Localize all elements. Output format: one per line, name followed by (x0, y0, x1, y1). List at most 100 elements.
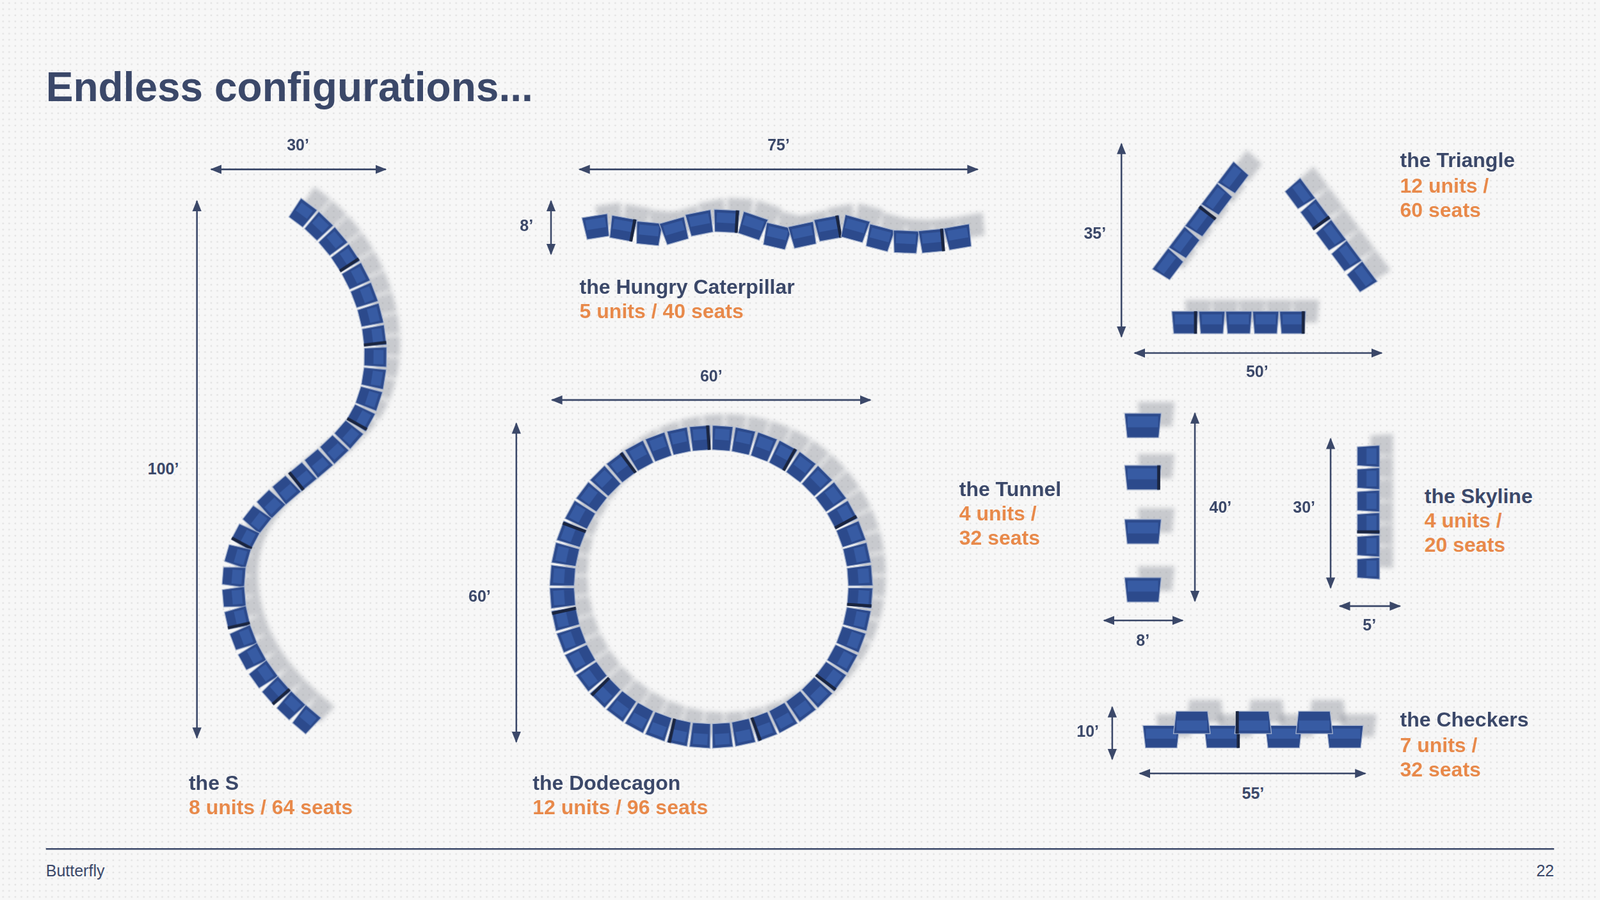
unit-seat (1366, 538, 1377, 555)
unit-body (1171, 311, 1199, 334)
seating-unit (1252, 311, 1279, 334)
configuration-name: the Triangle (1400, 148, 1516, 173)
unit-body (730, 718, 756, 747)
seating-unit (892, 229, 920, 254)
unit-seat (364, 390, 379, 408)
seating-unit (846, 565, 873, 588)
seating-unit (549, 586, 576, 609)
unit-count: 4 units / 20 seats (1424, 508, 1524, 558)
unit-body (918, 228, 947, 254)
seating-unit (634, 220, 664, 246)
unit-seat (1175, 314, 1196, 325)
unit-seat (1329, 728, 1360, 739)
unit-body (666, 426, 693, 456)
unit-count: 12 units / 96 seats (532, 795, 708, 820)
unit-seat (264, 497, 282, 515)
seating-unit (1124, 577, 1161, 602)
unit-seat (238, 628, 254, 646)
shadow-layer (234, 150, 1393, 738)
unit-seat (1268, 728, 1300, 739)
unit-seat (735, 728, 752, 744)
footer-rule (46, 848, 1555, 850)
dimension-arrow (1111, 707, 1114, 760)
unit-seat (250, 512, 268, 530)
seating-unit (1124, 465, 1161, 490)
seating-unit (549, 565, 576, 588)
seating-unit (291, 704, 322, 735)
unit-body (222, 586, 247, 609)
unit-seat (846, 524, 863, 543)
unit-seat (594, 469, 613, 488)
unit-body (1124, 519, 1161, 544)
unit-seat (1299, 720, 1330, 731)
unit-body (581, 213, 611, 240)
unit-joint (1357, 529, 1380, 534)
unit-joint (846, 602, 872, 608)
unit-seat (1323, 224, 1343, 246)
dimension-arrow (1134, 352, 1382, 354)
configuration-name: the Skyline (1424, 483, 1533, 508)
seating-unit (710, 722, 733, 749)
dimension: 60’ (700, 366, 723, 385)
seating-unit (1357, 512, 1380, 535)
unit-seat (1156, 252, 1177, 274)
unit-seat (257, 664, 274, 682)
dimension: 30’ (286, 135, 310, 155)
footer-text: Butterfly (46, 861, 105, 880)
unit-seat (793, 700, 813, 718)
unit-seat (552, 568, 566, 584)
dimension: 50’ (1246, 362, 1269, 381)
seating-unit (1198, 311, 1225, 334)
unit-seat (1201, 314, 1223, 325)
seating-unit (222, 586, 247, 609)
dimension-lines (197, 144, 1401, 774)
unit-seat (688, 213, 710, 228)
unit-seat (1366, 492, 1377, 509)
unit-seat (1127, 468, 1159, 480)
unit-seat (1366, 470, 1377, 487)
unit-seat (366, 306, 381, 323)
unit-seat (947, 227, 969, 241)
unit-body (1198, 311, 1225, 334)
unit-seat (554, 545, 569, 563)
seating-unit (581, 213, 611, 240)
unit-seat (279, 483, 297, 500)
unit-seat (629, 712, 648, 729)
seating-unit (787, 221, 818, 249)
seating-unit (864, 224, 895, 253)
dimension-arrow (1139, 772, 1366, 775)
unit-body (360, 366, 387, 390)
unit-joint (1157, 465, 1161, 490)
unit-body (839, 214, 870, 244)
dimension-arrow (515, 423, 518, 742)
seating-unit (710, 424, 733, 451)
unit-seat (560, 631, 576, 649)
unit-seat (370, 370, 383, 386)
dimension-arrow (195, 200, 198, 738)
unit-seat (638, 224, 660, 237)
dimension: 30’ (1292, 497, 1316, 517)
unit-seat (580, 485, 598, 505)
dimension: 75’ (767, 135, 790, 155)
unit-body (944, 224, 974, 251)
seating-unit (1345, 261, 1378, 294)
unit-joint (705, 424, 711, 450)
seating-unit (1357, 535, 1380, 557)
unit-seat (552, 590, 566, 606)
unit-body (814, 215, 844, 242)
seating-unit (1279, 311, 1306, 334)
seating-unit (222, 565, 246, 588)
unit-body (846, 565, 873, 588)
dimension-arrow (552, 399, 871, 402)
dimension: 35’ (1083, 223, 1106, 242)
unit-seat (1366, 515, 1377, 532)
unit-body (549, 565, 576, 588)
unit-body (357, 302, 384, 328)
unit-seat (231, 589, 244, 605)
dimension: 55’ (1242, 783, 1265, 802)
unit-body (1234, 711, 1272, 734)
seating-unit (659, 216, 691, 246)
unit-count: 8 units / 64 seats (188, 795, 353, 820)
dimension: 10’ (1076, 721, 1099, 740)
dimension-arrow (579, 168, 978, 171)
